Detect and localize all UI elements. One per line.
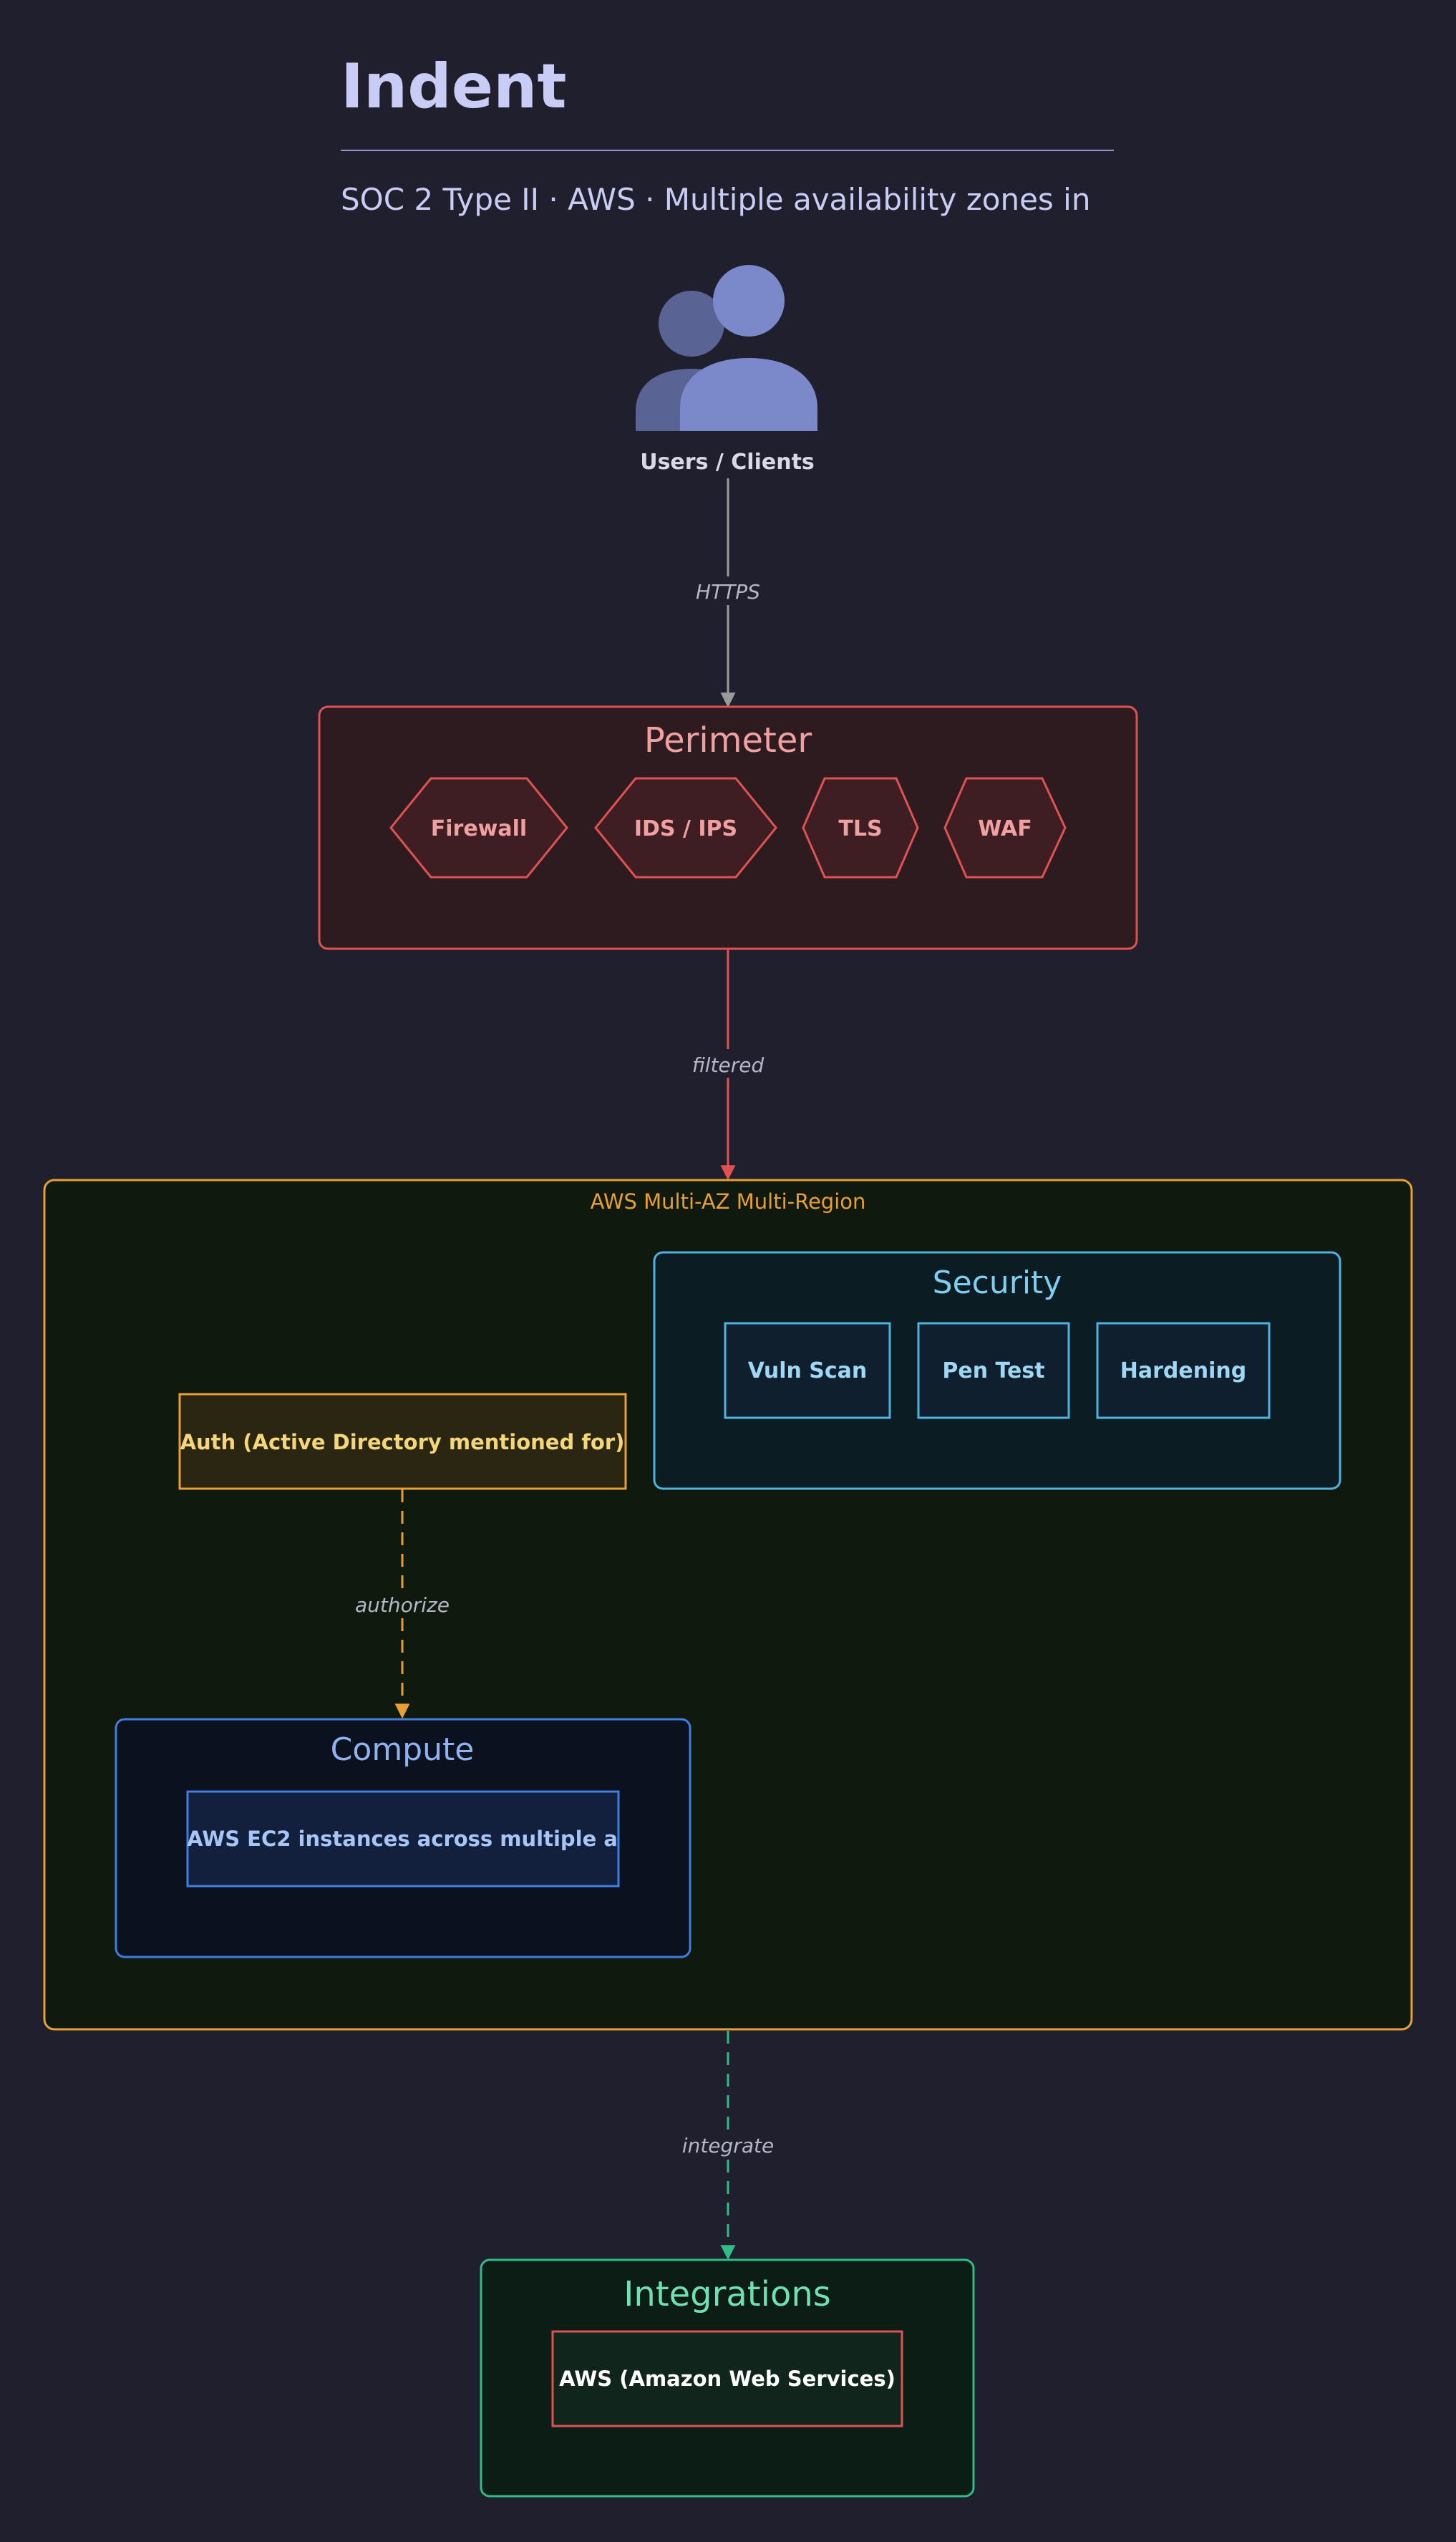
edge-integrate-label-bg: [679, 2130, 777, 2159]
svg-text:WAF: WAF: [978, 816, 1032, 841]
edge-filtered-label-bg: [687, 1049, 769, 1078]
svg-text:Auth (Active Directory mention: Auth (Active Directory mentioned for): [180, 1430, 625, 1454]
edge-authorize-label: authorize: [355, 1593, 450, 1617]
compute-title: Compute: [331, 1731, 475, 1768]
security-title: Security: [933, 1265, 1062, 1301]
perimeter-item-waf: WAF: [943, 777, 1067, 879]
edge-https-label: HTTPS: [696, 580, 760, 604]
edge-filtered-label: filtered: [692, 1053, 765, 1077]
svg-text:Firewall: Firewall: [431, 816, 527, 841]
users-icon: [636, 265, 817, 431]
integrations-title: Integrations: [623, 2274, 831, 2314]
integrations-item-aws: AWS (Amazon Web Services): [551, 2330, 903, 2427]
svg-text:Pen Test: Pen Test: [942, 1358, 1044, 1383]
svg-text:IDS / IPS: IDS / IPS: [634, 816, 737, 841]
edge-authorize-label-bg: [351, 1590, 454, 1618]
perimeter-item-firewall: Firewall: [389, 777, 568, 879]
svg-text:Vuln Scan: Vuln Scan: [748, 1358, 868, 1383]
security-item-hardening: Hardening: [1096, 1322, 1271, 1419]
perimeter-item-tls: TLS: [802, 777, 919, 879]
edge-integrate-label: integrate: [682, 2134, 774, 2157]
security-item-vuln-scan: Vuln Scan: [724, 1322, 891, 1419]
page-title: Indent: [341, 51, 566, 122]
svg-text:AWS (Amazon Web Services): AWS (Amazon Web Services): [559, 2367, 896, 2391]
edge-https-label-bg: [690, 576, 766, 605]
svg-text:TLS: TLS: [838, 816, 882, 841]
security-item-pen-test: Pen Test: [917, 1322, 1070, 1419]
perimeter-title: Perimeter: [644, 720, 812, 760]
compute-item-ec2: AWS EC2 instances across multiple a: [186, 1790, 620, 1888]
page-subtitle: SOC 2 Type II · AWS · Multiple availabil…: [341, 182, 1090, 217]
region-title: AWS Multi-AZ Multi-Region: [591, 1189, 866, 1214]
users-label: Users / Clients: [640, 450, 815, 475]
svg-text:AWS EC2 instances across multi: AWS EC2 instances across multiple a: [187, 1827, 618, 1851]
svg-text:Hardening: Hardening: [1120, 1358, 1246, 1383]
perimeter-item-ids-ips: IDS / IPS: [594, 777, 777, 879]
auth-node: Auth (Active Directory mentioned for): [178, 1393, 627, 1490]
